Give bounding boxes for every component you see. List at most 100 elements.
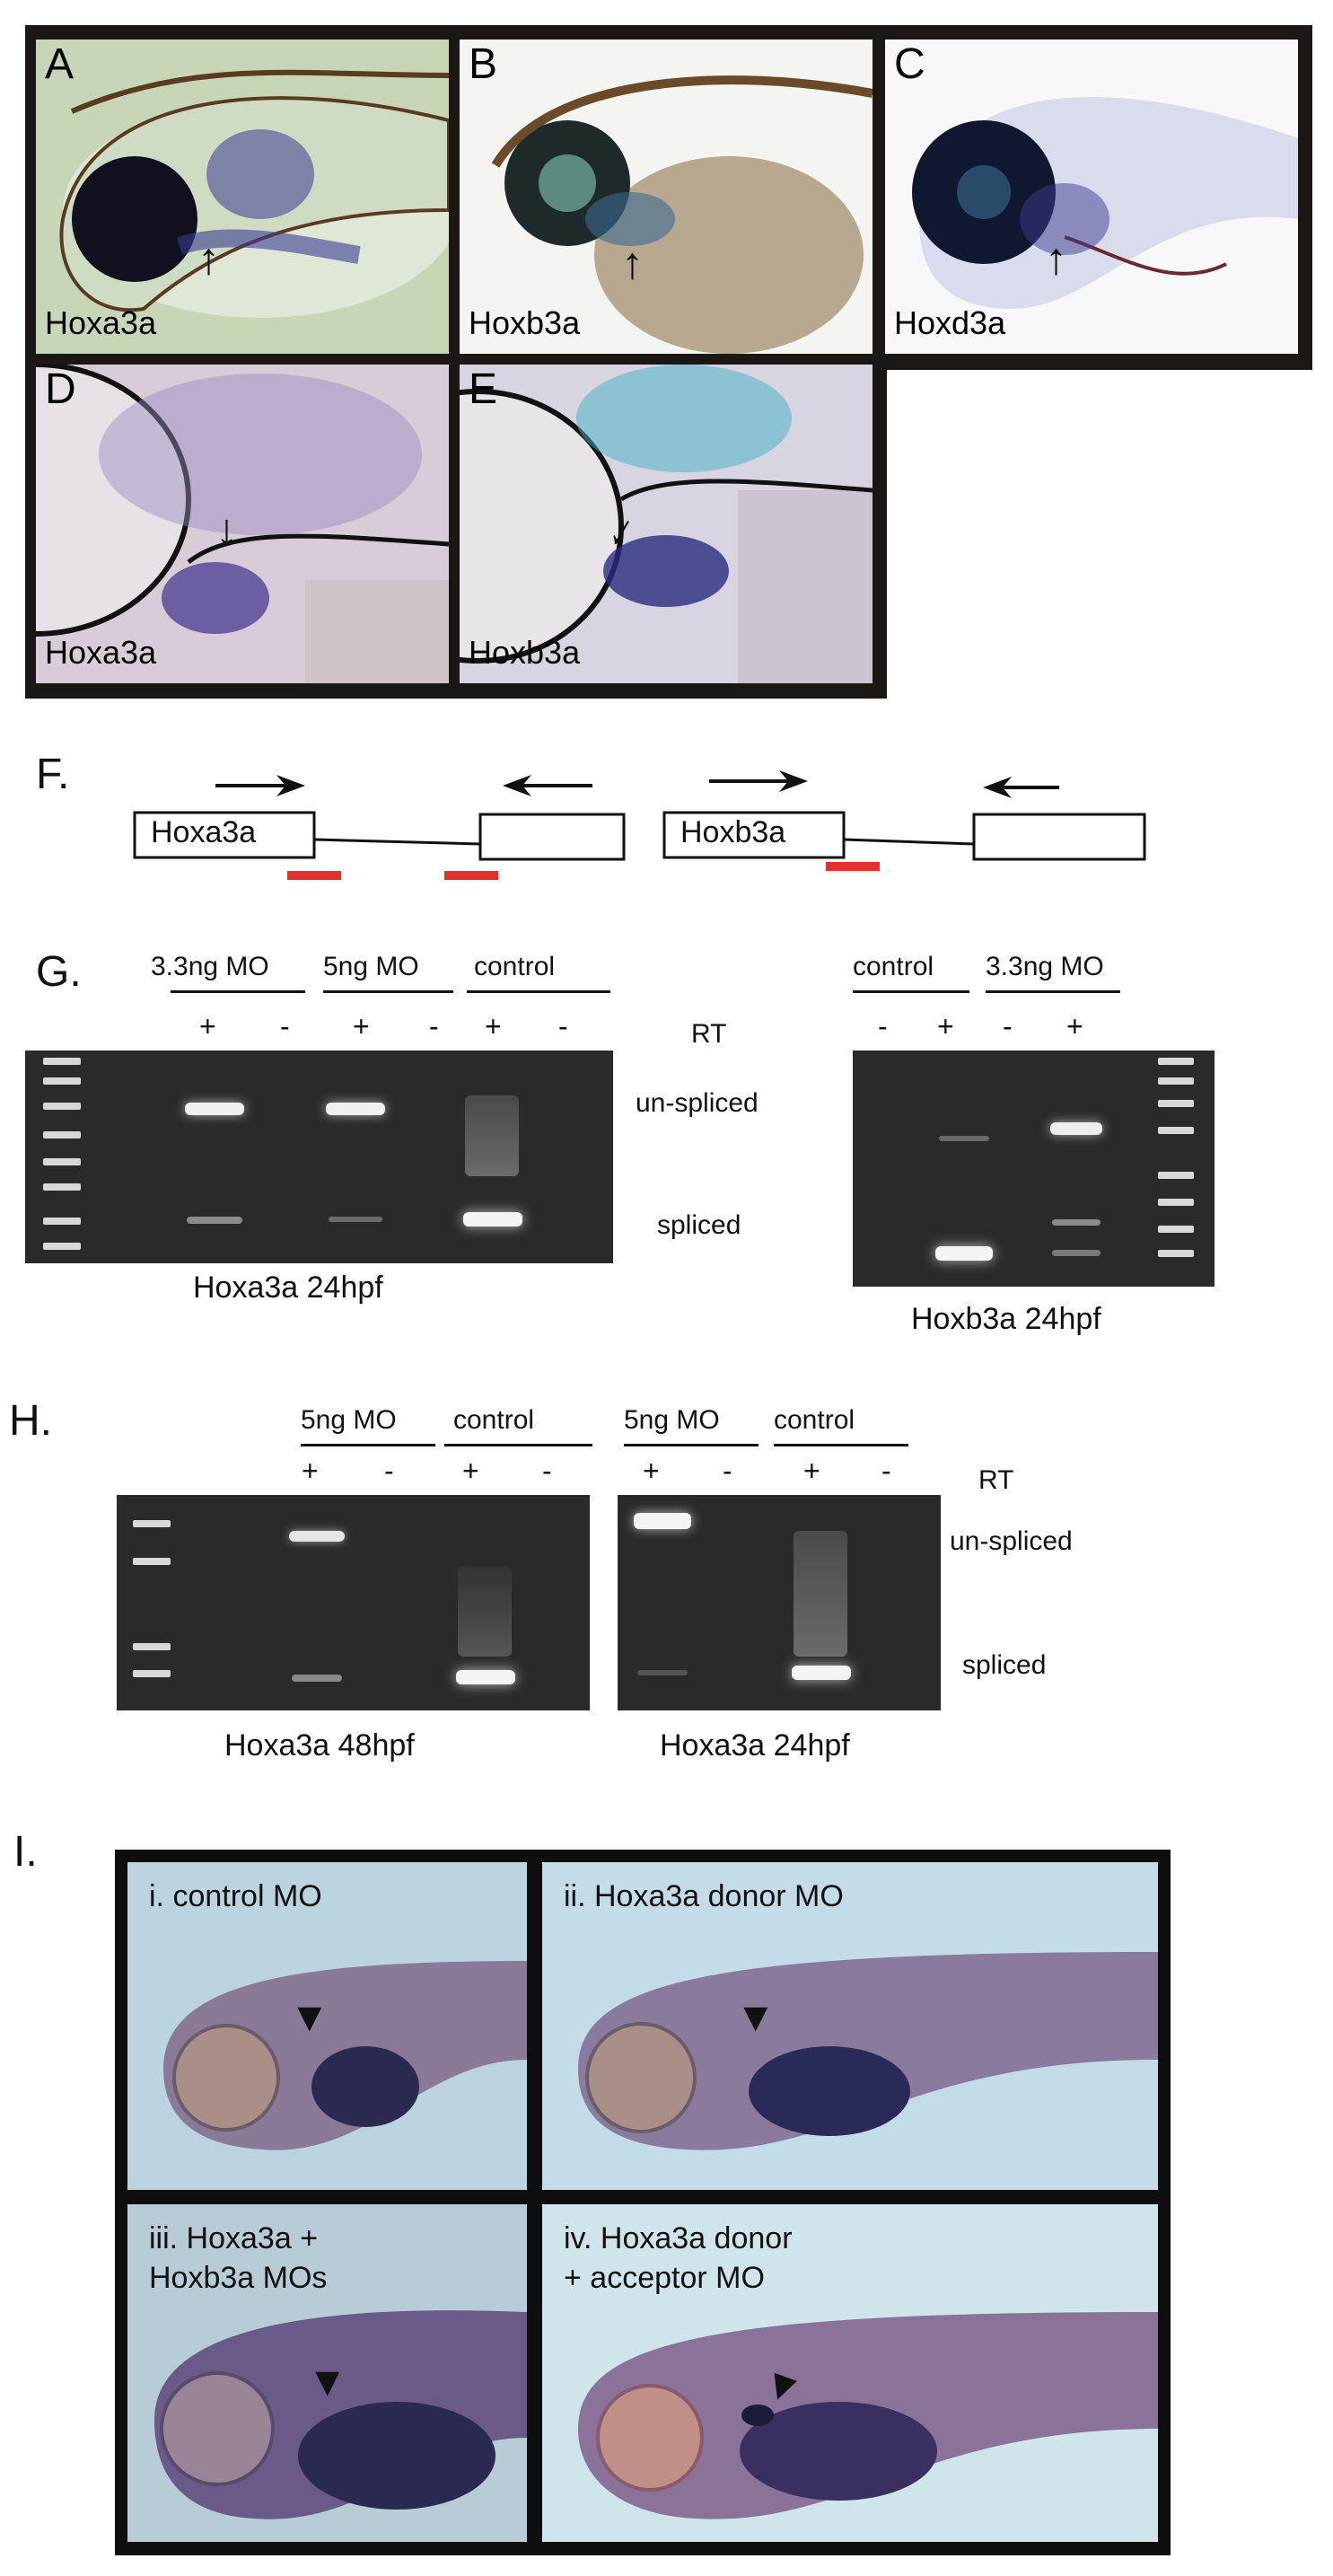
group-label: 3.3ng MO	[986, 952, 1104, 981]
group-underline	[444, 1444, 592, 1446]
section-illustration	[460, 365, 873, 683]
section-illustration	[36, 365, 449, 683]
lane-sign: +	[1066, 1010, 1083, 1042]
panel-letter-e: E	[469, 365, 498, 413]
arrow-icon: ↑	[1045, 233, 1067, 284]
ladder-band	[133, 1558, 171, 1565]
gel-band	[1052, 1250, 1101, 1256]
group-label: control	[453, 1405, 535, 1435]
panel-d-image: D Hoxa3a ↓	[36, 365, 449, 683]
panel-gene-b: Hoxb3a	[469, 304, 581, 341]
gel-band	[185, 1103, 244, 1115]
gel-caption: Hoxa3a 24hpf	[193, 1270, 383, 1305]
band-label-unspliced: un-spliced	[950, 1526, 1073, 1556]
ladder-band	[133, 1670, 171, 1677]
ladder-band	[1158, 1226, 1194, 1233]
group-underline	[171, 990, 305, 993]
gel-band	[326, 1103, 385, 1115]
gel-caption: Hoxa3a 24hpf	[660, 1728, 850, 1763]
ladder-band	[1158, 1250, 1194, 1257]
ladder-band	[1158, 1058, 1194, 1065]
arrow-icon: ↑	[621, 238, 644, 288]
panel-i-sub-1: i. control MO ▼	[127, 1862, 527, 2190]
ladder-band	[43, 1131, 81, 1139]
lane-sign: -	[558, 1010, 568, 1042]
group-underline	[624, 1444, 759, 1446]
gel-band	[458, 1567, 512, 1657]
group-label: control	[774, 1405, 855, 1435]
gel-band	[292, 1675, 342, 1682]
panel-e-image: E Hoxb3a ↓	[460, 365, 873, 683]
lane-sign: -	[429, 1010, 439, 1042]
panel-gene-c: Hoxd3a	[894, 304, 1006, 341]
gel-band	[289, 1531, 345, 1542]
ladder-band	[43, 1077, 81, 1085]
embryo-illustration	[912, 97, 1298, 309]
lane-sign: -	[723, 1455, 732, 1487]
group-label: 5ng MO	[323, 952, 419, 981]
group-underline	[467, 990, 610, 993]
gel-band	[1050, 1122, 1102, 1135]
lane-sign: +	[462, 1455, 479, 1487]
gel-band	[465, 1095, 519, 1176]
band-label-spliced: spliced	[657, 1210, 741, 1240]
ladder-band	[1158, 1077, 1194, 1085]
gel-caption: Hoxb3a 24hpf	[911, 1302, 1101, 1336]
panel-b-image: B Hoxb3a ↑	[460, 40, 873, 354]
lane-sign: -	[881, 1455, 891, 1487]
rt-label: RT	[691, 1019, 727, 1049]
ladder-band	[43, 1058, 81, 1065]
gel-band	[456, 1670, 515, 1684]
gel-image-hoxa3a-48hpf	[117, 1495, 590, 1710]
gel-band	[463, 1212, 522, 1226]
ladder-band	[1158, 1127, 1194, 1134]
group-underline	[301, 1444, 435, 1446]
ladder-band	[43, 1103, 81, 1110]
panel-a-image: A Hoxa3a ↑	[36, 40, 449, 354]
panel-i-label: I.	[13, 1828, 38, 1876]
ladder-band	[1158, 1100, 1194, 1107]
embryo-illustration	[491, 75, 873, 354]
panel-f-label: F.	[36, 751, 70, 798]
gel-band	[637, 1670, 688, 1675]
embryo-illustration	[127, 1862, 527, 2190]
gel-band	[935, 1246, 993, 1261]
lane-sign: +	[199, 1010, 216, 1042]
arrow-icon: ↑	[197, 233, 220, 284]
gel-band	[792, 1666, 851, 1680]
arrowhead-icon: ▼	[289, 1993, 330, 2040]
ladder-band	[43, 1218, 81, 1225]
gel-image-hoxa3a-24hpf	[618, 1495, 941, 1710]
panel-i-sub-4: iv. Hoxa3a donor + acceptor MO ▼	[542, 2204, 1158, 2542]
embryo-illustration	[127, 2204, 527, 2542]
lane-sign: +	[353, 1010, 370, 1042]
band-label-spliced: spliced	[962, 1650, 1047, 1680]
lane-sign: -	[280, 1010, 290, 1042]
group-underline	[323, 990, 453, 993]
arrowhead-icon: ▼	[307, 2358, 348, 2405]
lane-sign: +	[302, 1455, 319, 1487]
panel-i-sub-2: ii. Hoxa3a donor MO ▼	[542, 1862, 1158, 2190]
panel-letter-b: B	[469, 40, 498, 88]
lane-sign: -	[878, 1010, 888, 1042]
embryo-illustration	[542, 1862, 1158, 2190]
group-label: control	[853, 952, 934, 981]
gel-image-hoxa3a-24hpf	[25, 1051, 613, 1263]
arrow-icon: ↓	[215, 505, 238, 555]
panel-c-image: C Hoxd3a ↑	[885, 40, 1298, 354]
lane-sign: +	[643, 1455, 660, 1487]
ladder-band	[133, 1643, 171, 1650]
subpanel-caption: i. control MO	[149, 1879, 322, 1913]
gel-image-hoxb3a-24hpf	[853, 1051, 1215, 1287]
embryo-illustration	[542, 2204, 1158, 2542]
panel-gene-a: Hoxa3a	[45, 304, 157, 341]
lane-sign: -	[384, 1455, 394, 1487]
group-label: 5ng MO	[624, 1405, 720, 1435]
gel-band	[794, 1531, 847, 1657]
subpanel-caption: iv. Hoxa3a donor + acceptor MO	[564, 2221, 793, 2295]
panel-letter-a: A	[45, 40, 75, 88]
gel-band	[1052, 1219, 1101, 1226]
panel-gene-d: Hoxa3a	[45, 634, 157, 671]
ladder-band	[1158, 1172, 1194, 1179]
subpanel-caption: iii. Hoxa3a + Hoxb3a MOs	[149, 2221, 328, 2295]
